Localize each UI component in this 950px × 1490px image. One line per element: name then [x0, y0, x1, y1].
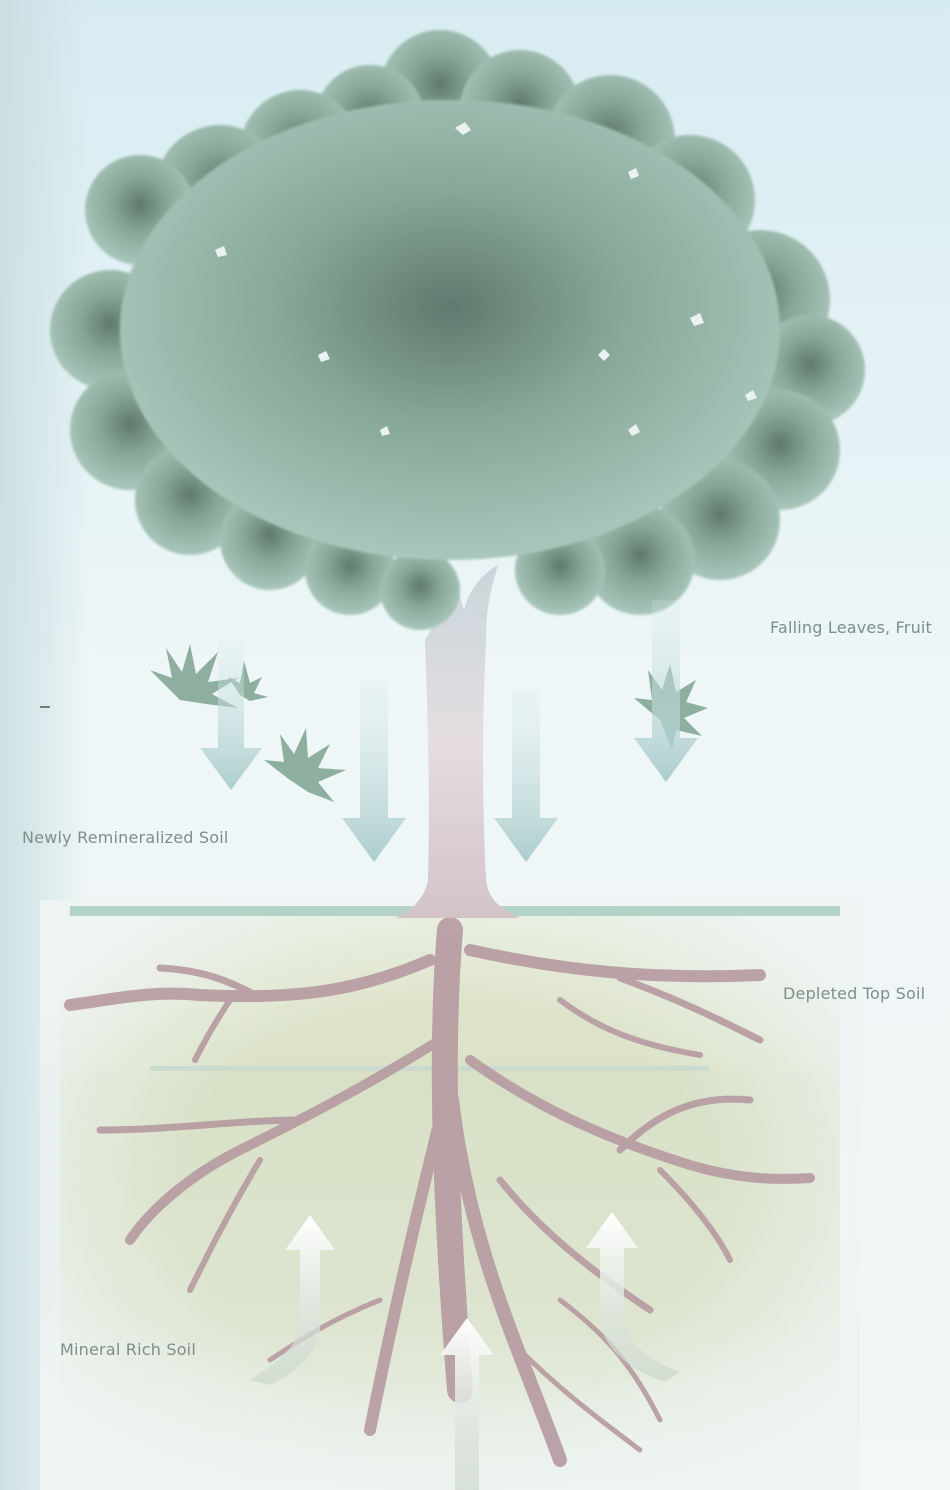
- falling-leaves-label: Falling Leaves, Fruit: [770, 618, 932, 637]
- depleted-top-soil-label: Depleted Top Soil: [783, 984, 925, 1003]
- margin-tick-mark: [40, 706, 50, 708]
- mineral-rich-soil-label: Mineral Rich Soil: [60, 1340, 196, 1359]
- soil-divider-line: [150, 1066, 710, 1071]
- newly-remineralized-soil-label: Newly Remineralized Soil: [22, 828, 229, 847]
